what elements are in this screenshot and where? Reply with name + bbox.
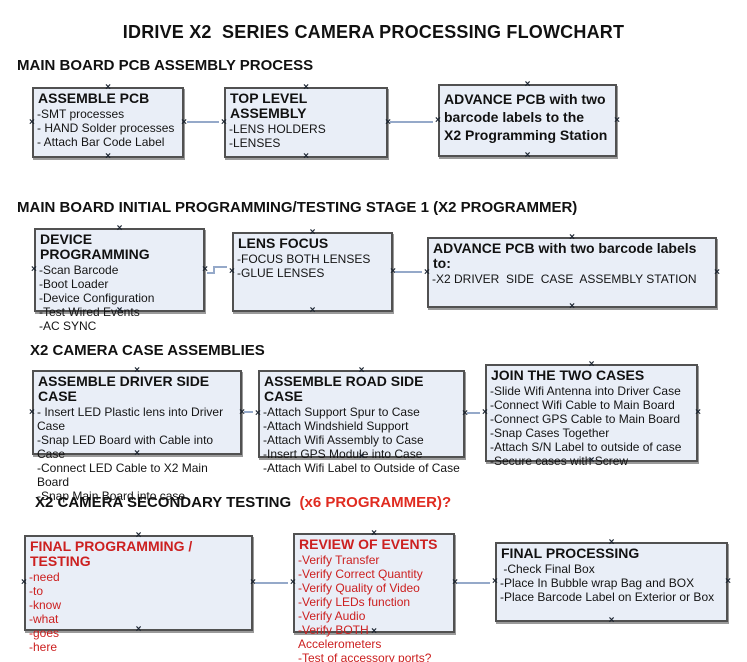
box-item: -to — [29, 584, 44, 598]
box-final-processing: FINAL PROCESSING -Check Final Box -Place… — [492, 538, 731, 626]
box-item: -Attach Support Spur to Case — [263, 405, 420, 419]
box-item: -Place Barcode Label on Exterior or Box — [500, 590, 715, 604]
box-item: -Verify Quality of Video — [298, 581, 420, 595]
connection-point-marker: × — [309, 305, 316, 316]
box-advance-pcb-programming-station: ADVANCE PCB with two barcode labels to t… — [435, 80, 620, 161]
box-item: -what — [29, 612, 59, 626]
box-item: -Secure cases with Screw — [490, 454, 629, 468]
section-heading-secondary-testing-red: (x6 PROGRAMMER)? — [299, 494, 452, 511]
box-item: -Connect Wifi Cable to Main Board — [490, 398, 675, 412]
connection-point-marker: × — [105, 151, 111, 162]
box-item: -Verify Audio — [298, 609, 366, 623]
box-item: -Verify Correct Quantity — [298, 567, 423, 581]
box-title: REVIEW OF EVENTS — [299, 536, 438, 552]
box-item: -Verify Transfer — [298, 553, 380, 567]
box-item: -Boot Loader — [39, 277, 109, 291]
box-item: -Snap LED Board with Cable into Case — [37, 433, 217, 461]
connection-point-marker: × — [181, 116, 187, 128]
box-item: -GLUE LENSES — [237, 266, 325, 280]
box-item: -LENS HOLDERS — [229, 122, 326, 136]
connection-point-marker: × — [569, 301, 575, 312]
connection-point-marker: × — [725, 576, 731, 587]
box-title: TOP LEVEL ASSEMBLY — [230, 90, 308, 121]
flow-arrow — [207, 266, 227, 274]
box-title: JOIN THE TWO CASES — [491, 367, 645, 383]
box-item: -goes — [29, 626, 60, 640]
box-item: -need — [29, 570, 60, 584]
box-item: -Slide Wifi Antenna into Driver Case — [490, 384, 681, 398]
box-item: -LENSES — [229, 136, 281, 150]
box-final-programming-testing: FINAL PROGRAMMING / TESTING -need -to -k… — [21, 531, 256, 655]
section-heading-initial-programming: MAIN BOARD INITIAL PROGRAMMING/TESTING S… — [17, 199, 578, 216]
box-item: -Snap Cases Together — [490, 426, 610, 440]
box-join-the-two-cases: JOIN THE TWO CASES -Slide Wifi Antenna i… — [482, 360, 701, 469]
box-item: - HAND Solder processes — [37, 121, 175, 135]
box-item: -Connect GPS Cable to Main Board — [490, 412, 681, 426]
box-title: FINAL PROCESSING — [501, 545, 640, 561]
box-title: ASSEMBLE DRIVER SIDE CASE — [38, 373, 210, 404]
box-assemble-road-side-case: ASSEMBLE ROAD SIDE CASE -Attach Support … — [255, 366, 468, 476]
section-heading-secondary-testing-black: X2 CAMERA SECONDARY TESTING — [35, 494, 300, 511]
box-item: -Attach Wifi Label to Outside of Case — [263, 461, 460, 475]
box-advance-pcb-driver-side-station: ADVANCE PCB with two barcode labels to: … — [424, 233, 720, 312]
box-item: -Attach Wifi Assembly to Case — [263, 433, 424, 447]
connection-point-marker: × — [608, 615, 615, 626]
box-top-level-assembly: TOP LEVEL ASSEMBLY -LENS HOLDERS -LENSES… — [221, 83, 391, 162]
connection-point-marker: × — [614, 114, 620, 126]
connection-point-marker: × — [385, 116, 391, 128]
box-item: -Check Final Box — [500, 562, 595, 576]
box-item: -Verify BOTH Accelerometers — [298, 623, 382, 651]
box-item: - Insert LED Plastic lens into Driver Ca… — [37, 405, 227, 433]
box-title: FINAL PROGRAMMING / TESTING — [30, 538, 193, 569]
box-item: -Snap Main Board into case — [37, 489, 186, 503]
box-title: ASSEMBLE PCB — [38, 90, 150, 106]
connection-point-marker: × — [239, 406, 245, 418]
box-item: -X2 DRIVER SIDE CASE ASSEMBLY STATION — [432, 272, 697, 286]
box-item: -Scan Barcode — [39, 263, 119, 277]
box-title: ADVANCE PCB with two barcode labels to t… — [444, 91, 608, 143]
box-device-programming: DEVICE PROGRAMMING -Scan Barcode -Boot L… — [31, 224, 208, 334]
section-heading-secondary-testing: X2 CAMERA SECONDARY TESTING (x6 PROGRAMM… — [35, 494, 451, 511]
connection-point-marker: × — [714, 266, 720, 278]
box-item: -Attach S/N Label to outside of case — [490, 440, 682, 454]
box-item: -here — [29, 640, 58, 654]
connection-point-marker: × — [390, 266, 396, 277]
section-heading-case-assemblies: X2 CAMERA CASE ASSEMBLIES — [30, 342, 265, 359]
box-item: - Attach Bar Code Label — [37, 135, 165, 149]
box-title: ADVANCE PCB with two barcode labels to: — [433, 240, 697, 271]
box-item: -Attach Windshield Support — [263, 419, 409, 433]
box-review-of-events: REVIEW OF EVENTS -Verify Transfer -Verif… — [290, 529, 458, 662]
box-item: -Verify LEDs function — [298, 595, 411, 609]
box-title: LENS FOCUS — [238, 235, 329, 251]
connection-point-marker: × — [303, 151, 309, 162]
box-item: -Place In Bubble wrap Bag and BOX — [500, 576, 695, 590]
connection-point-marker: × — [695, 407, 701, 418]
box-item: -SMT processes — [37, 107, 125, 121]
connection-point-marker: × — [462, 408, 468, 419]
connection-point-marker: × — [452, 577, 458, 588]
flowchart-title: IDRIVE X2 SERIES CAMERA PROCESSING FLOWC… — [122, 22, 625, 42]
box-item: -FOCUS BOTH LENSES — [237, 252, 371, 266]
box-assemble-pcb: ASSEMBLE PCB -SMT processes - HAND Solde… — [29, 83, 187, 162]
connection-point-marker: × — [524, 150, 531, 161]
box-item: -Test of accessory ports? — [298, 651, 432, 662]
box-item: -Test Wired Events — [39, 305, 140, 319]
box-lens-focus: LENS FOCUS -FOCUS BOTH LENSES -GLUE LENS… — [229, 228, 396, 316]
box-item: -AC SYNC — [39, 319, 97, 333]
box-assemble-driver-side-case: ASSEMBLE DRIVER SIDE CASE - Insert LED P… — [29, 366, 245, 504]
connection-point-marker: × — [250, 577, 256, 588]
connection-point-marker: × — [202, 264, 208, 275]
box-title: ASSEMBLE ROAD SIDE CASE — [264, 373, 424, 404]
box-item: -know — [29, 598, 62, 612]
section-heading-pcb-assembly: MAIN BOARD PCB ASSEMBLY PROCESS — [17, 57, 314, 74]
box-item: -Connect LED Cable to X2 Main Board — [37, 461, 212, 489]
box-item: -Device Configuration — [39, 291, 155, 305]
box-title: DEVICE PROGRAMMING — [40, 231, 150, 262]
box-item: -Insert GPS Module into Case — [263, 447, 423, 461]
